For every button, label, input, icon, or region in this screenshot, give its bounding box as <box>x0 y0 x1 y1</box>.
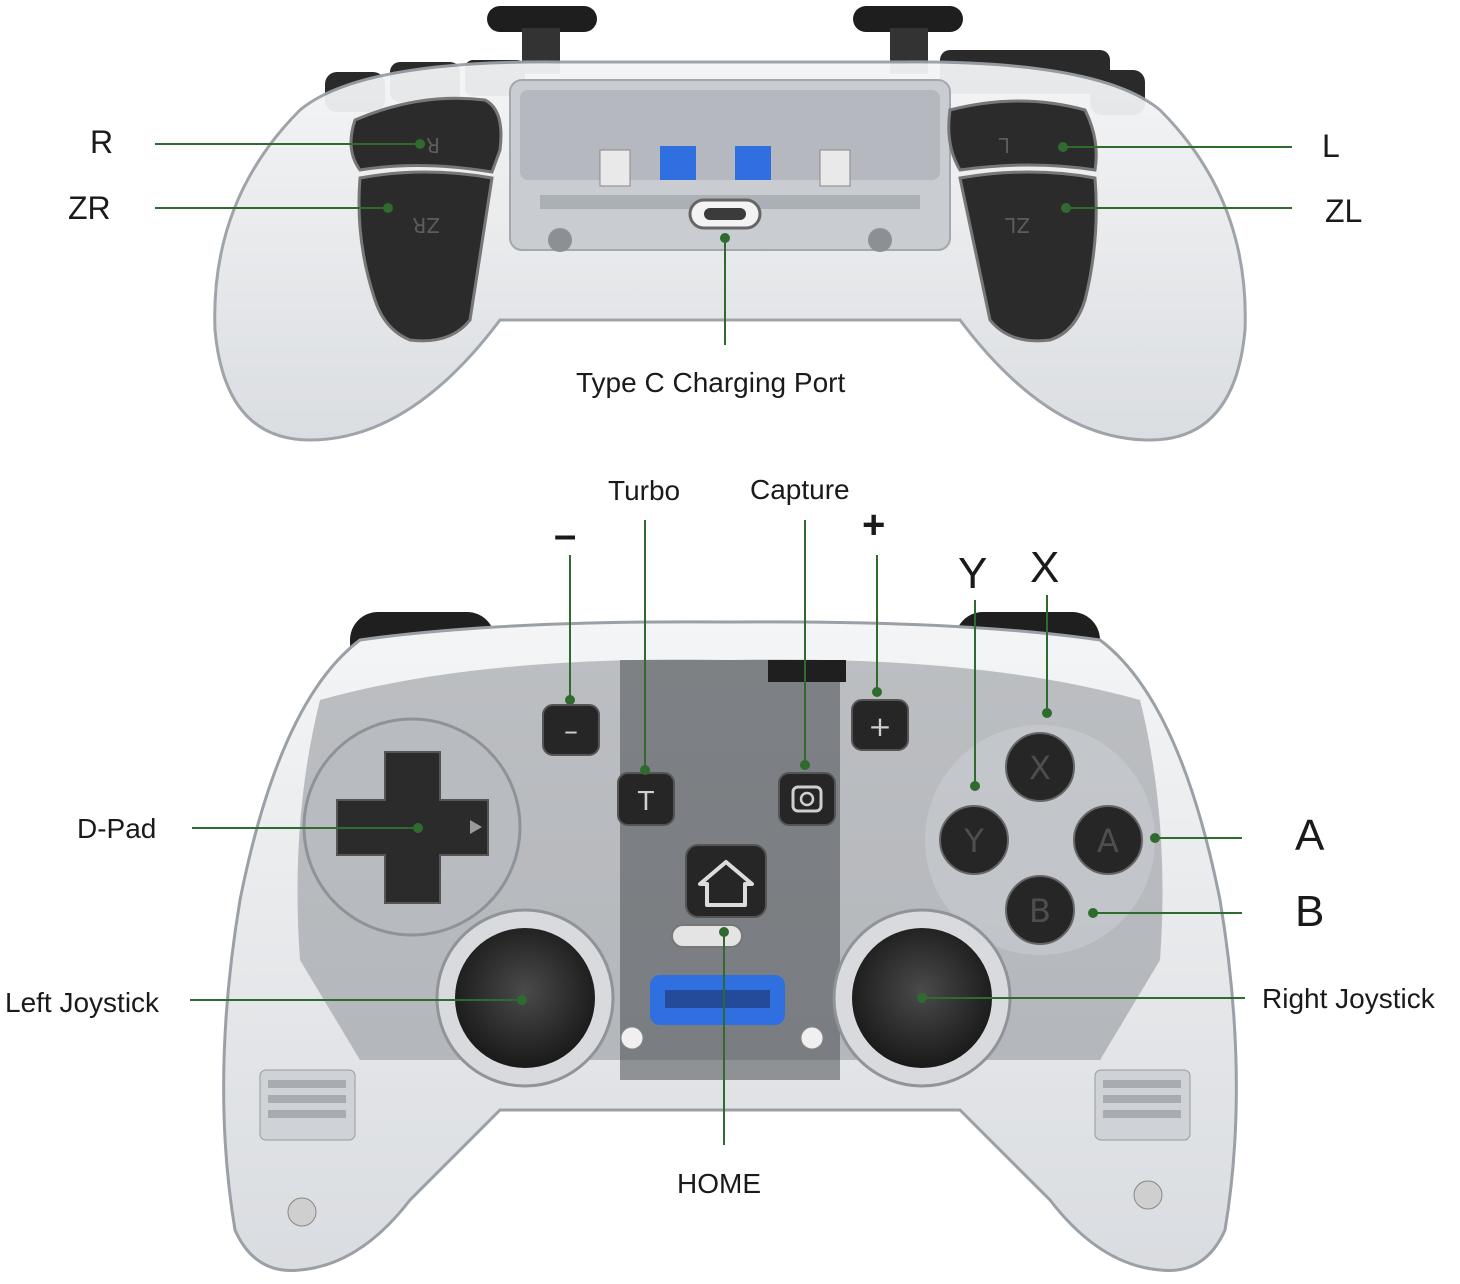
house-icon <box>698 860 754 907</box>
label-a: A <box>1295 811 1325 860</box>
a-button-shape <box>1073 805 1143 875</box>
zl-button-shape <box>958 170 1098 343</box>
plus-button-shape <box>851 699 909 751</box>
label-dpad: D-Pad <box>77 813 157 844</box>
label-r: R <box>90 124 114 160</box>
b-button-shape <box>1005 875 1075 945</box>
label-left-joystick: Left Joystick <box>5 987 160 1018</box>
l-button-shape <box>947 99 1098 172</box>
zr-button-shape <box>357 170 494 343</box>
x-glyph: X <box>1029 749 1051 787</box>
top-view-controller: R ZR L ZL <box>213 6 1247 442</box>
label-home: HOME <box>677 1168 761 1199</box>
zl-engraving: ZL <box>1004 213 1030 237</box>
y-glyph: Y <box>963 822 984 860</box>
label-plus: + <box>862 503 886 547</box>
leader-lines <box>155 139 1292 1145</box>
turbo-glyph: T <box>637 787 654 817</box>
camera-square-icon <box>791 785 823 813</box>
label-x: X <box>1030 543 1060 592</box>
label-turbo: Turbo <box>608 475 681 506</box>
x-button-shape <box>1005 732 1075 802</box>
label-zl: ZL <box>1325 193 1363 229</box>
left-grip-detail <box>259 1069 356 1227</box>
minus-glyph: – <box>564 714 578 747</box>
label-b: B <box>1295 887 1325 936</box>
r-button-shape <box>349 96 503 174</box>
r-engraving: R <box>426 133 440 157</box>
a-glyph: A <box>1097 822 1119 860</box>
label-right-joystick: Right Joystick <box>1262 983 1435 1014</box>
l-engraving: L <box>998 133 1010 157</box>
label-l: L <box>1322 128 1340 164</box>
plus-glyph: + <box>868 710 891 743</box>
label-y: Y <box>958 549 988 598</box>
label-capture: Capture <box>750 474 850 505</box>
label-charging-port: Type C Charging Port <box>576 367 846 398</box>
b-glyph: B <box>1029 892 1051 930</box>
minus-button-shape <box>542 704 600 756</box>
label-minus: – <box>554 513 577 557</box>
label-zr: ZR <box>68 190 111 226</box>
y-button-shape <box>939 805 1009 875</box>
front-view-controller: – + T X Y A <box>222 612 1238 1272</box>
capture-button-shape <box>778 772 836 826</box>
zr-engraving: ZR <box>412 213 440 237</box>
right-grip-detail <box>1094 1069 1191 1210</box>
